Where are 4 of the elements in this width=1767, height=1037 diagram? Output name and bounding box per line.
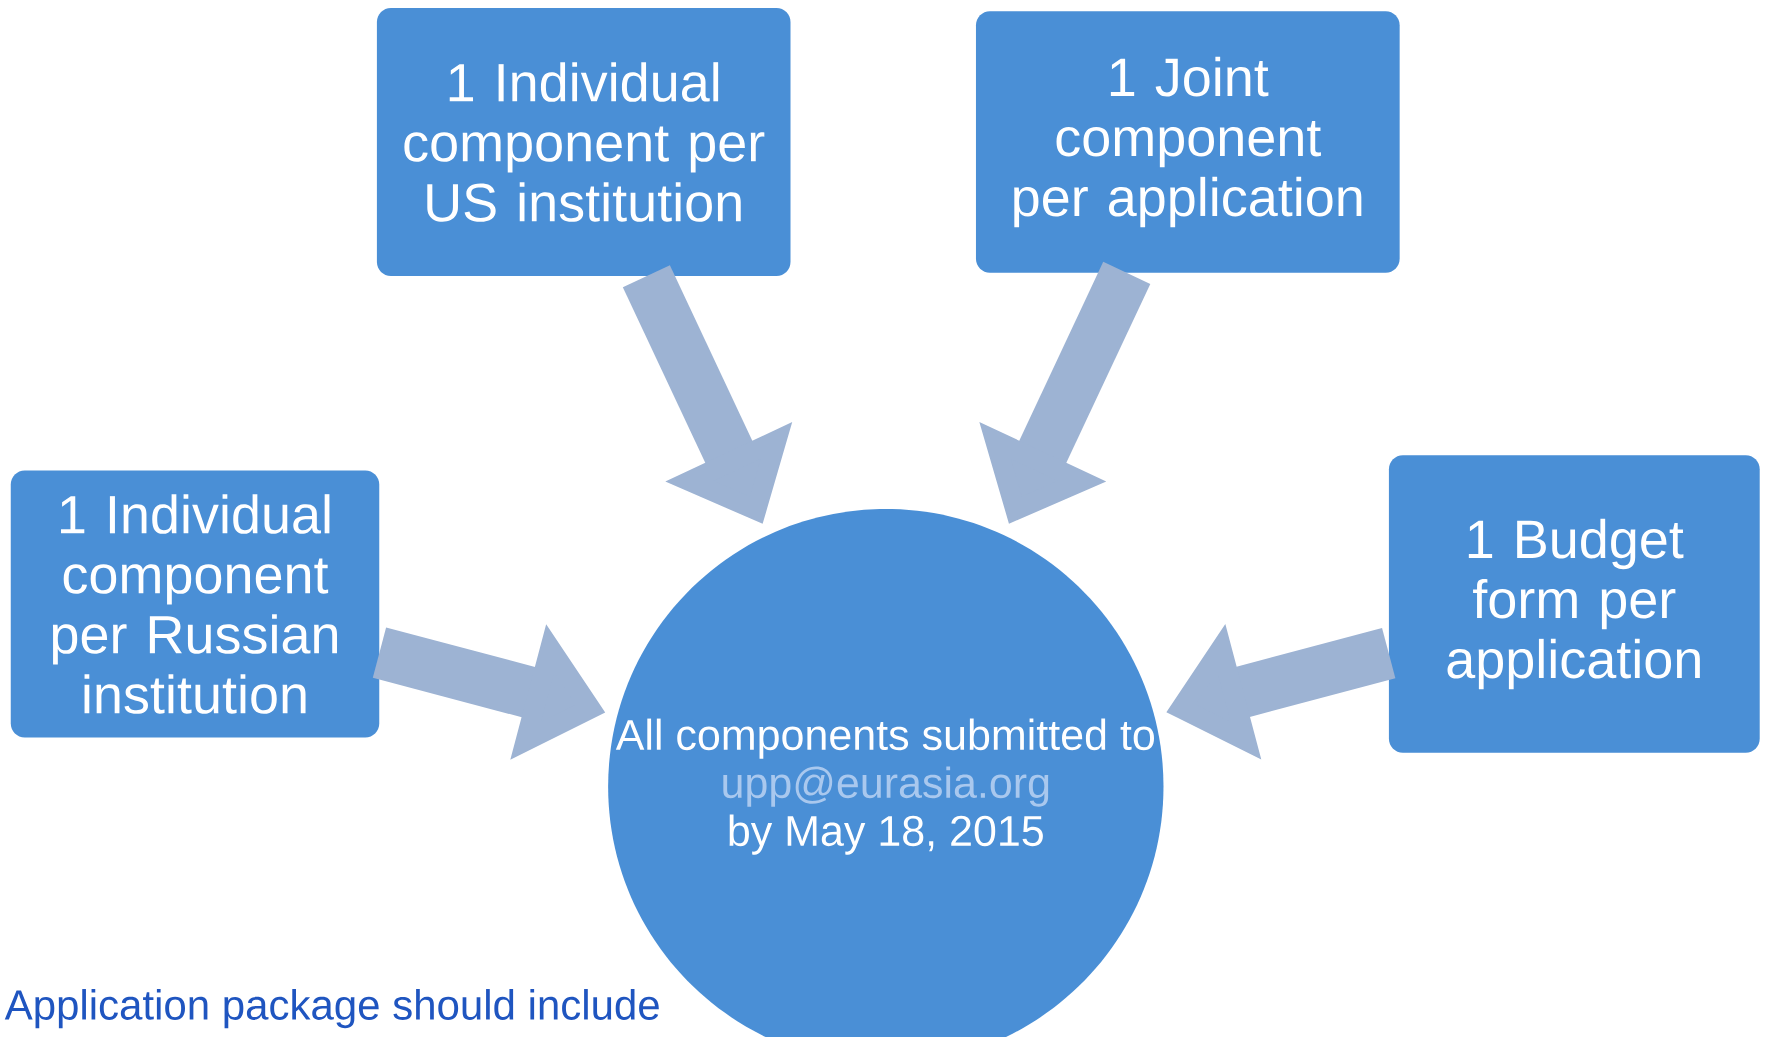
process-box: 1 Joint component per application <box>975 11 1400 273</box>
process-box: 1 Budget form per application <box>1388 455 1760 753</box>
process-box: 1 Individual component per US institution <box>376 7 791 277</box>
process-box: 1 Individual component per Russian institution <box>10 470 380 738</box>
